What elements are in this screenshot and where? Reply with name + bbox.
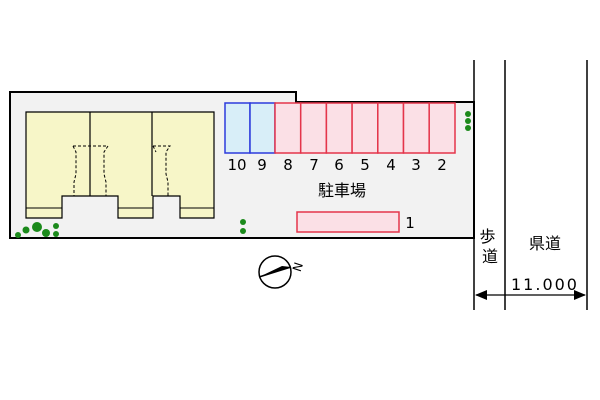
parking-number: 9 (257, 156, 267, 174)
road-width-label: 11.000 (511, 275, 579, 294)
parking-number: 7 (309, 156, 319, 174)
parking-number: 5 (360, 156, 370, 174)
tree-icon (15, 111, 471, 238)
parking-number: 3 (411, 156, 421, 174)
compass-north-label: N (290, 261, 306, 274)
parking-number: 2 (437, 156, 447, 174)
parking-number: 4 (386, 156, 396, 174)
parking-number: 10 (227, 156, 246, 174)
parking-label: 駐車場 (318, 181, 366, 200)
parking-number: 8 (283, 156, 293, 174)
parking-spaces-red (274, 102, 456, 154)
parking-spaces-blue (224, 102, 276, 154)
road-width-dimension (475, 290, 586, 300)
parking-number-1: 1 (405, 214, 415, 232)
compass-icon (258, 255, 292, 289)
apartment-building (25, 111, 215, 219)
prefectural-road-label: 県道 (529, 234, 561, 253)
parking-space-1 (296, 211, 400, 233)
parking-number: 6 (334, 156, 344, 174)
sidewalk-label: 歩 道 (479, 227, 500, 266)
